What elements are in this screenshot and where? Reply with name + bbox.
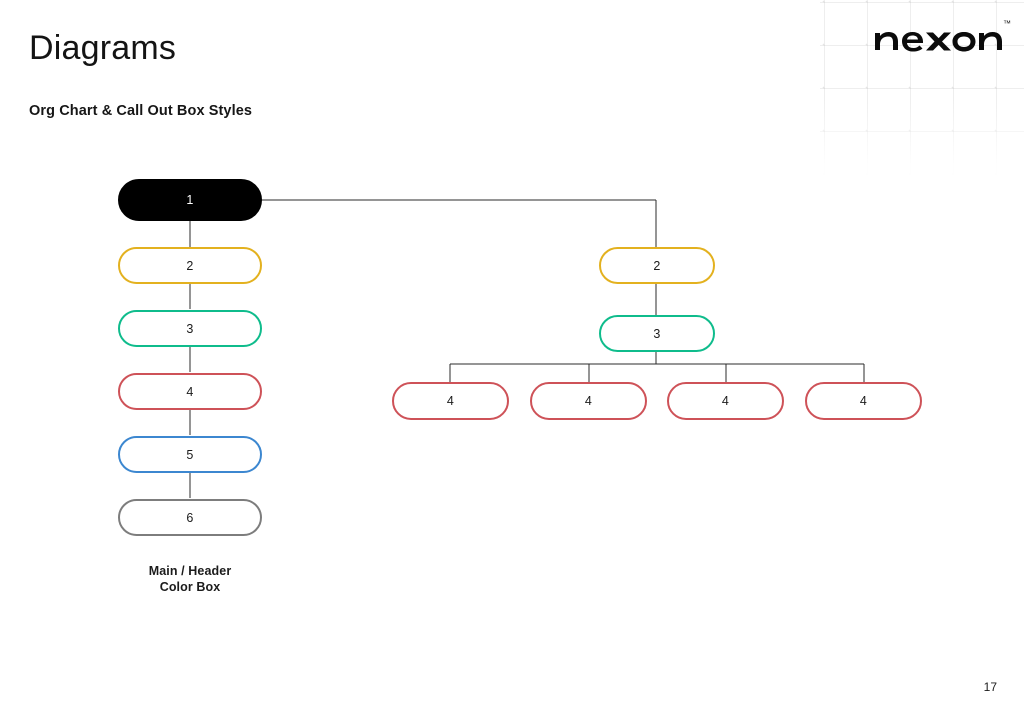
nexon-logo xyxy=(874,22,1004,52)
node-leaf-2[interactable]: 4 xyxy=(530,382,647,420)
node-label: 3 xyxy=(186,321,194,336)
node-left-1[interactable]: 1 xyxy=(118,179,262,221)
node-label: 1 xyxy=(186,193,194,207)
node-label: 5 xyxy=(186,447,194,462)
node-label: 4 xyxy=(446,394,455,408)
node-label: 2 xyxy=(653,258,661,273)
page-subtitle: Org Chart & Call Out Box Styles xyxy=(29,103,253,119)
node-left-3[interactable]: 3 xyxy=(118,310,262,347)
page-number: 17 xyxy=(983,680,997,694)
node-label: 3 xyxy=(653,326,661,341)
node-label: 4 xyxy=(721,394,730,408)
node-leaf-3[interactable]: 4 xyxy=(667,382,784,420)
brand-area: ™ xyxy=(820,0,1024,178)
legend-caption-line1: Main / Header xyxy=(148,564,232,578)
node-label: 4 xyxy=(186,384,194,399)
grid-fade-overlay xyxy=(820,0,1024,178)
trademark-symbol: ™ xyxy=(1003,19,1011,28)
node-right-2[interactable]: 2 xyxy=(599,247,715,284)
legend-caption-line2: Color Box xyxy=(159,580,221,594)
node-leaf-4[interactable]: 4 xyxy=(805,382,922,420)
node-label: 4 xyxy=(859,394,868,408)
node-label: 6 xyxy=(186,510,194,525)
node-leaf-1[interactable]: 4 xyxy=(392,382,509,420)
node-left-4[interactable]: 4 xyxy=(118,373,262,410)
node-left-5[interactable]: 5 xyxy=(118,436,262,473)
page-title: Diagrams xyxy=(29,29,177,67)
node-right-3[interactable]: 3 xyxy=(599,315,715,352)
node-label: 2 xyxy=(186,258,194,273)
node-left-2[interactable]: 2 xyxy=(118,247,262,284)
node-label: 4 xyxy=(584,394,593,408)
legend-caption: Main / Header Color Box xyxy=(118,563,262,595)
node-left-6[interactable]: 6 xyxy=(118,499,262,536)
